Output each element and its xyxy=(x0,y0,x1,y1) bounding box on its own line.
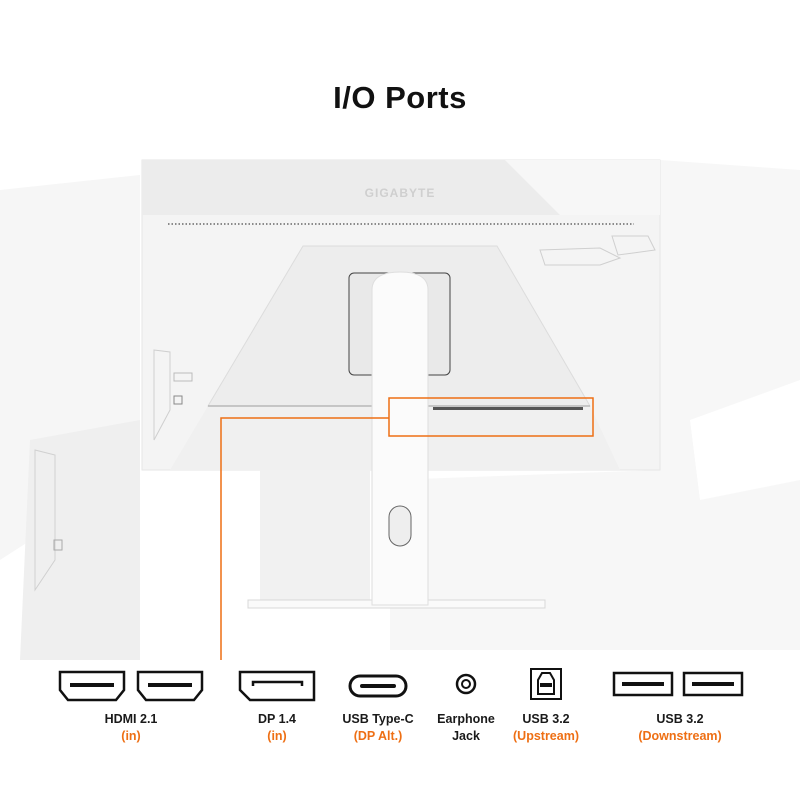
background-monitor-shape xyxy=(390,160,800,650)
displayport-icon xyxy=(238,670,316,702)
usb-b-port-icon xyxy=(530,668,562,700)
port-label-usb-upstream: USB 3.2 (Upstream) xyxy=(513,712,579,743)
port-label-dp: DP 1.4 (in) xyxy=(258,712,296,743)
monitor-rear-illustration: GIGABYTE xyxy=(20,159,800,660)
port-label-hdmi: HDMI 2.1 (in) xyxy=(104,712,158,743)
earphone-jack-icon xyxy=(455,673,477,695)
port-strip xyxy=(433,407,583,410)
usb-c-port-icon xyxy=(348,674,408,698)
hdmi-port-icon xyxy=(58,670,204,702)
port-label-earphone: Earphone Jack xyxy=(437,712,495,743)
gigabyte-logo: GIGABYTE xyxy=(365,186,436,200)
port-label-usb-downstream: USB 3.2 (Downstream) xyxy=(638,712,722,743)
cable-hole xyxy=(388,505,412,547)
callout-leader-line xyxy=(220,417,389,660)
stand-neck xyxy=(371,271,429,606)
port-callout-box xyxy=(388,397,594,437)
page-title: I/O Ports xyxy=(333,80,467,115)
usb-a-port-icon xyxy=(612,671,744,697)
port-label-usb-c: USB Type-C (DP Alt.) xyxy=(342,712,414,743)
